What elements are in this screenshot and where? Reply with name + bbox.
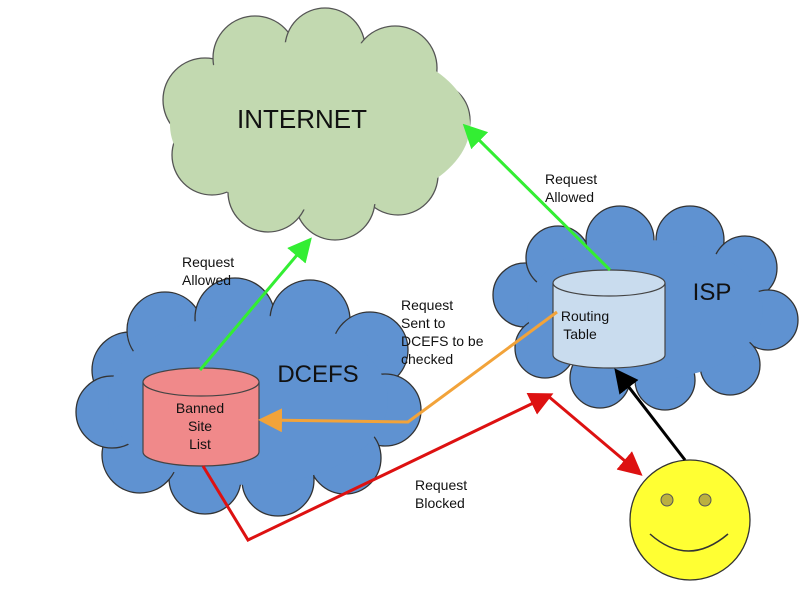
isp-label: ISP [693,279,732,306]
routing-table-label-2: Table [563,326,597,342]
isp-to-dcefs-label-3: DCEFS to be [401,333,484,349]
smiley-face-icon [629,459,751,581]
isp-to-dcefs-label-2: Sent to [401,315,446,331]
banned-site-list-database: Banned Site List [142,367,260,467]
dcefs-label: DCEFS [277,361,358,388]
internet-label: INTERNET [237,104,367,134]
dcefs-to-internet-label: Request Allowed [182,254,234,288]
isp-to-internet-label-1: Request [545,171,597,187]
user-request-arrow [614,368,687,461]
banned-site-list-label-1: Banned [176,400,224,416]
blocked-arrow-dcefs-to-isp [201,392,554,542]
banned-site-list-label-3: List [189,436,211,452]
allowed-arrow-dcefs-to-internet [198,237,312,371]
routing-table-label-1: Routing [561,308,609,324]
isp-to-dcefs-label-4: checked [401,351,453,367]
internet-cloud: INTERNET [162,7,471,241]
isp-to-internet-label-2: Allowed [545,189,594,205]
check-arrow-isp-to-dcefs [258,310,558,433]
blocked-label: Request Blocked [415,477,467,511]
isp-to-dcefs-label-1: Request [401,297,453,313]
allowed-arrow-isp-to-internet [462,123,612,272]
dcefs-to-internet-label-2: Allowed [182,272,231,288]
blocked-label-1: Request [415,477,467,493]
blocked-arrow-to-user [547,394,643,476]
banned-site-list-label-2: Site [188,418,212,434]
isp-to-internet-label: Request Allowed [545,171,597,205]
dcefs-to-internet-label-1: Request [182,254,234,270]
blocked-label-2: Blocked [415,495,465,511]
routing-table-database: Routing Table [552,269,666,369]
isp-to-dcefs-label: Request Sent to DCEFS to be checked [401,297,484,367]
